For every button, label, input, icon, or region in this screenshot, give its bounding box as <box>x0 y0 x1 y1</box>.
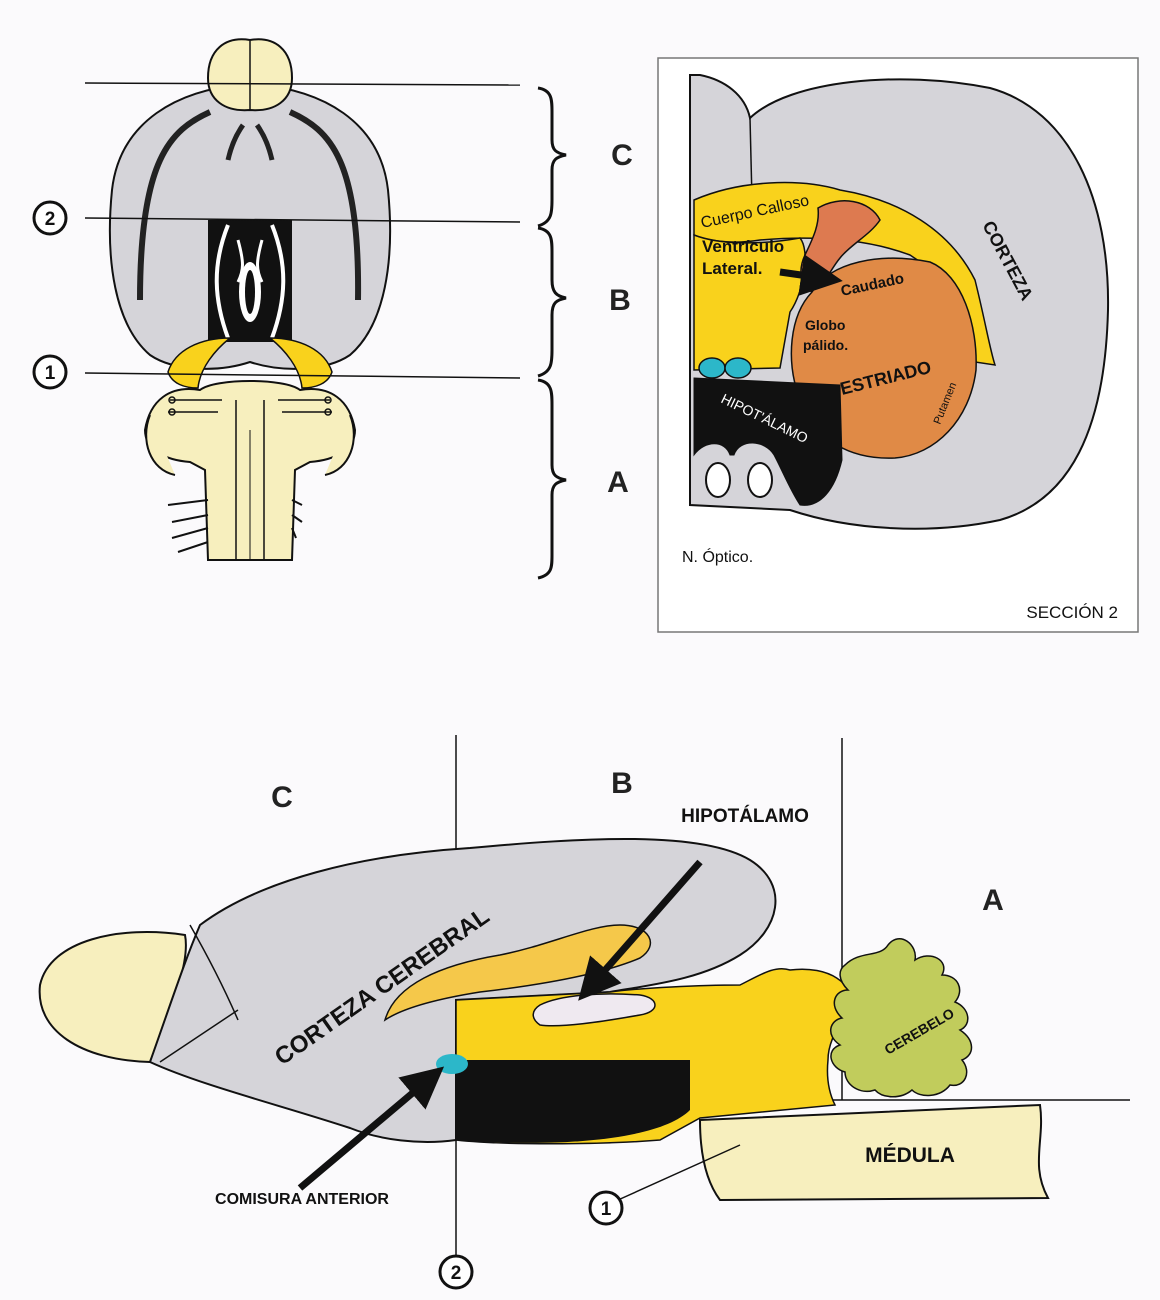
brace-c <box>538 88 566 226</box>
optic-nerve-right <box>748 463 772 497</box>
region-label-b-bottom: B <box>611 767 633 800</box>
anterior-commissure-left <box>699 358 725 378</box>
anterior-commissure-right <box>725 358 751 378</box>
marker-one-bottom: 1 <box>601 1199 612 1220</box>
marker-two-top: 2 <box>45 209 56 230</box>
region-label-a-top: A <box>607 466 629 499</box>
region-label-c-top: C <box>611 139 633 172</box>
label-globo-2: pálido. <box>803 337 848 353</box>
coronal-section-diagram: Cuerpo Calloso Ventrículo Lateral. Cauda… <box>658 58 1138 632</box>
label-hipotalamo-sagittal: HIPOTÁLAMO <box>681 805 809 827</box>
marker-one-top: 1 <box>45 363 56 384</box>
label-seccion: SECCIÓN 2 <box>1026 603 1118 622</box>
dorsal-brain-diagram: 2 1 C B A <box>34 39 633 578</box>
brace-a <box>538 380 566 578</box>
brace-b <box>538 228 566 376</box>
marker-two-bottom: 2 <box>451 1263 462 1284</box>
region-label-a-bottom: A <box>982 884 1004 917</box>
label-comisura: COMISURA ANTERIOR <box>215 1191 389 1208</box>
label-medula: MÉDULA <box>865 1144 955 1167</box>
sagittal-brain-diagram: C B A HIPOTÁLAMO CORTEZA CEREBRAL CEREBE… <box>40 735 1130 1288</box>
region-label-b-top: B <box>609 284 631 317</box>
label-ventriculo-2: Lateral. <box>702 259 762 278</box>
label-globo-1: Globo <box>805 317 845 333</box>
label-optico: N. Óptico. <box>682 547 753 566</box>
optic-nerve-left <box>706 463 730 497</box>
region-label-c-bottom: C <box>271 781 293 814</box>
label-ventriculo-1: Ventrículo <box>702 237 784 256</box>
anterior-commissure-sagittal <box>436 1054 468 1074</box>
